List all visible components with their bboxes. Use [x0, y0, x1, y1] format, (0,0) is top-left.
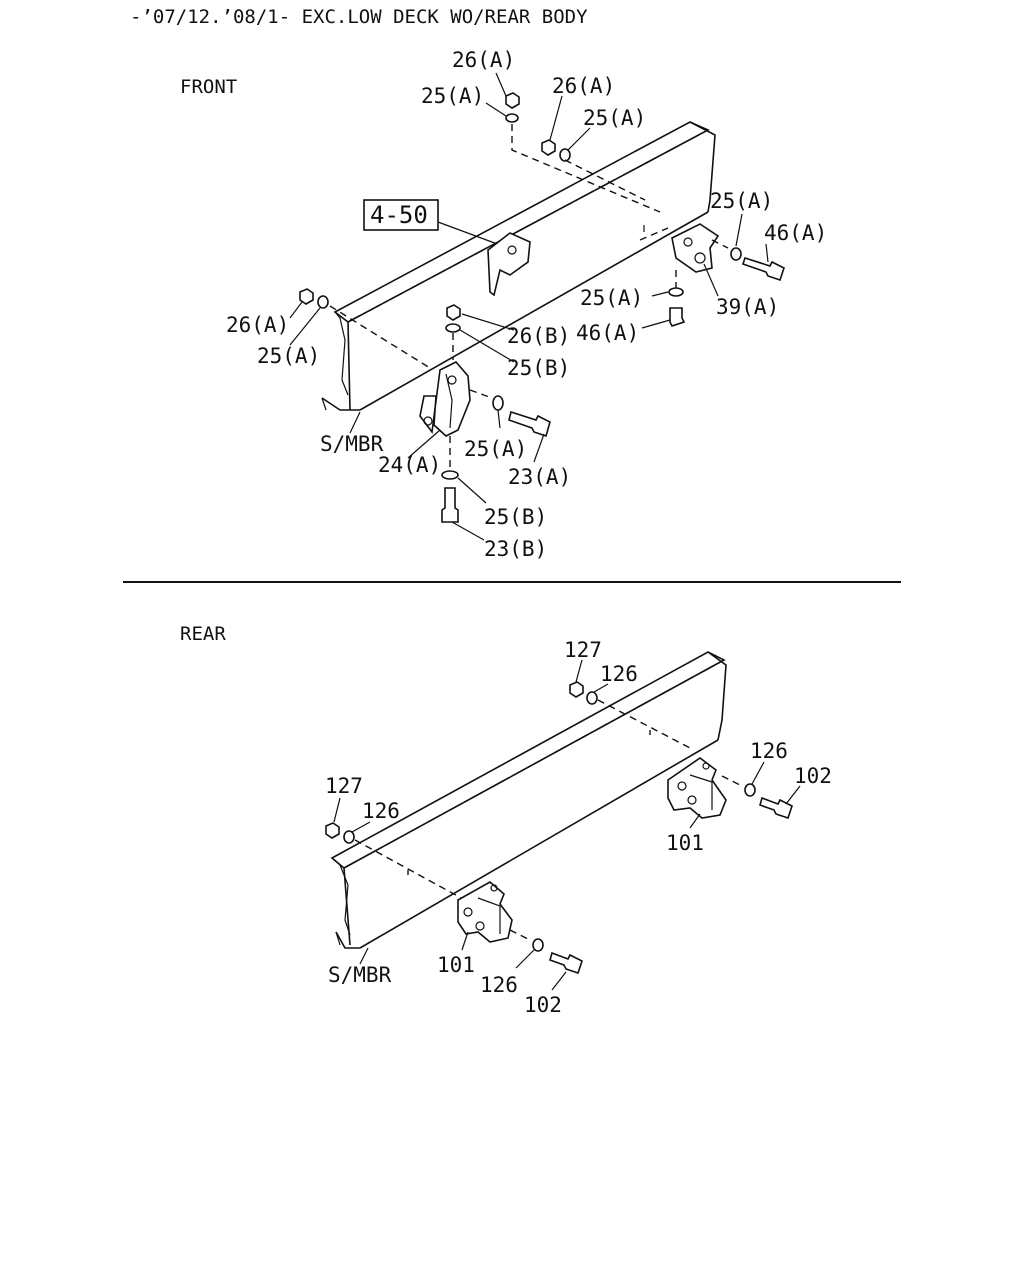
callout[interactable]: 25(B) [484, 505, 547, 529]
rear-frame-member: S/MBR [328, 651, 727, 987]
callout[interactable]: 25(A) [710, 189, 773, 213]
callout[interactable]: 127 [325, 774, 363, 798]
callout[interactable]: 39(A) [716, 295, 779, 319]
callout[interactable]: 25(B) [507, 356, 570, 380]
callout[interactable]: 24(A) [378, 453, 441, 477]
callout[interactable]: 25(A) [464, 437, 527, 461]
callout[interactable]: 101 [666, 831, 704, 855]
callout[interactable]: 102 [524, 993, 562, 1017]
rear-section-label: REAR [180, 623, 226, 645]
callout[interactable]: 26(B) [507, 324, 570, 348]
rear-callouts: 127 126 126 102 101 127 126 101 126 102 [325, 638, 832, 1017]
callout[interactable]: 26(A) [452, 48, 515, 72]
front-callouts: 26(A) 25(A) 26(A) 25(A) 25(A) 46(A) 25(A… [226, 48, 827, 561]
callout[interactable]: 126 [362, 799, 400, 823]
callout[interactable]: 126 [600, 662, 638, 686]
callout[interactable]: 23(B) [484, 537, 547, 561]
rear-frame-label: S/MBR [328, 963, 392, 987]
front-frame-member: S/MBR [320, 121, 716, 456]
callout[interactable]: 26(A) [552, 74, 615, 98]
callout[interactable]: 25(A) [583, 106, 646, 130]
rear-section: REAR S/MBR [180, 623, 832, 1017]
front-left-fasteners [299, 288, 551, 523]
callout[interactable]: 46(A) [764, 221, 827, 245]
front-section: FRONT S/MBR 4-50 [180, 48, 827, 561]
callout[interactable]: 127 [564, 638, 602, 662]
front-leader-lines [289, 72, 769, 541]
callout[interactable]: 126 [480, 973, 518, 997]
callout[interactable]: 26(A) [226, 313, 289, 337]
ref-box-4-50[interactable]: 4-50 [363, 199, 439, 231]
rear-leader-lines [333, 659, 801, 991]
front-upper-right-fasteners [505, 92, 785, 327]
callout[interactable]: 126 [750, 739, 788, 763]
callout[interactable]: 102 [794, 764, 832, 788]
callout[interactable]: 23(A) [508, 465, 571, 489]
callout[interactable]: 25(A) [421, 84, 484, 108]
callout[interactable]: 25(A) [580, 286, 643, 310]
rear-left-bracket-assembly [325, 822, 583, 975]
callout[interactable]: 101 [437, 953, 475, 977]
diagram-title: -’07/12.’08/1- EXC.LOW DECK WO/REAR BODY [130, 6, 588, 28]
front-frame-label: S/MBR [320, 432, 384, 456]
ref-box-label: 4-50 [370, 201, 428, 229]
front-upper-bracket [487, 232, 531, 297]
rear-right-bracket-assembly [569, 681, 793, 820]
callout[interactable]: 46(A) [576, 321, 639, 345]
front-section-label: FRONT [180, 76, 237, 98]
callout[interactable]: 25(A) [257, 344, 320, 368]
